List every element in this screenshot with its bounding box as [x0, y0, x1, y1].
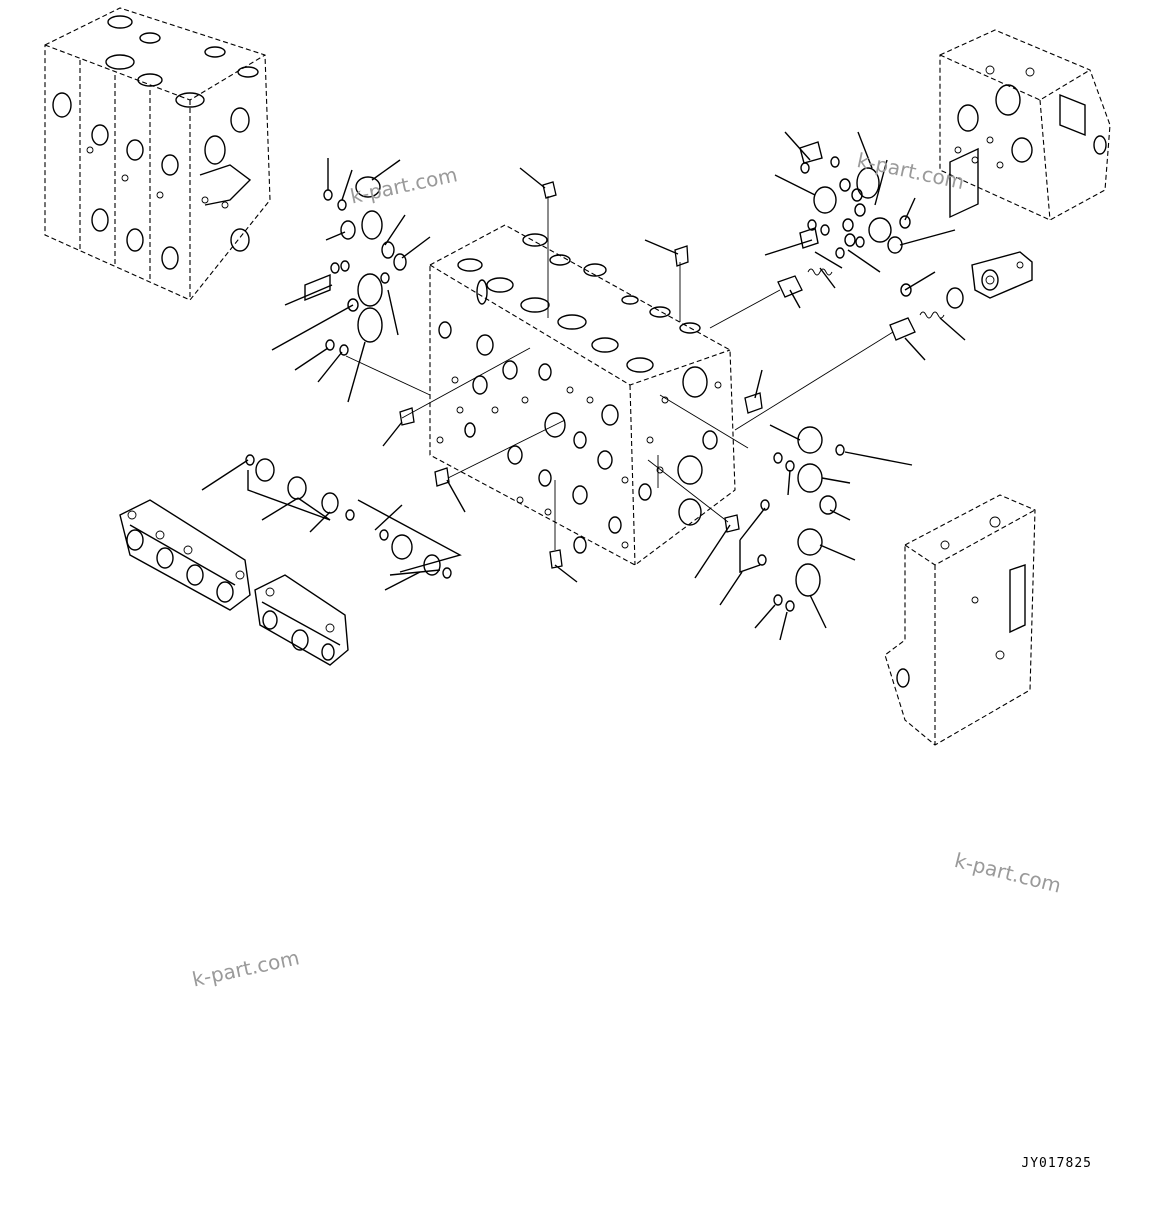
section-block-top-right	[939, 29, 1111, 221]
o-rings-right-lower-group	[757, 426, 845, 612]
o-rings-bottom-left-group	[245, 454, 452, 579]
drawing-number: JY017825	[1021, 1156, 1092, 1171]
valve-stack-top-left	[44, 7, 271, 301]
main-valve-block	[429, 224, 736, 566]
cover-plates-left	[119, 499, 349, 666]
check-valve-body-right	[971, 251, 1033, 299]
o-rings-left-group	[304, 176, 407, 356]
plugs-and-fittings	[399, 181, 916, 569]
leader-lines	[201, 131, 966, 641]
section-block-bottom-right	[884, 147, 1036, 746]
